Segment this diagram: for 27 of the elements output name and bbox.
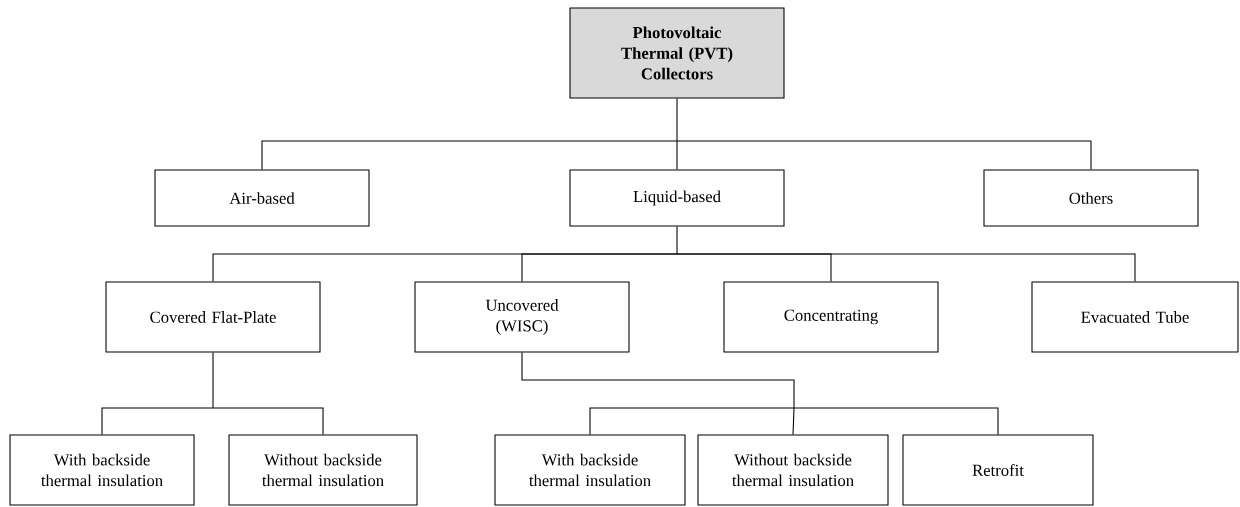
connector-line — [676, 140, 678, 170]
category-box: With backside thermal insulation — [9, 434, 195, 506]
category-box: Without backside thermal insulation — [697, 434, 889, 506]
category-box: With backside thermal insulation — [494, 434, 686, 506]
category-box: Liquid-based — [569, 169, 785, 227]
connector-line — [101, 407, 214, 435]
connector-line — [676, 140, 1092, 170]
category-box: Others — [983, 169, 1199, 227]
category-box: Without backside thermal insulation — [228, 434, 418, 506]
connector-line — [676, 98, 678, 142]
connector-line — [589, 407, 795, 435]
category-box: Concentrating — [723, 281, 939, 353]
category-box: Air-based — [154, 169, 370, 227]
connector-line — [676, 226, 678, 255]
connector-line — [521, 352, 795, 409]
connector-line — [792, 407, 795, 435]
category-box: Covered Flat-Plate — [105, 281, 321, 353]
connector-line — [212, 352, 214, 409]
category-box: Photovoltaic Thermal (PVT) Collectors — [569, 7, 785, 99]
connector-line — [676, 253, 1136, 282]
connector-line — [793, 407, 999, 435]
category-box: Retrofit — [902, 434, 1094, 506]
connector-line — [261, 140, 678, 170]
connector-line — [212, 407, 324, 435]
category-box: Evacuated Tube — [1031, 281, 1239, 353]
connector-line — [521, 253, 678, 282]
category-box: Uncovered (WISC) — [414, 281, 630, 353]
